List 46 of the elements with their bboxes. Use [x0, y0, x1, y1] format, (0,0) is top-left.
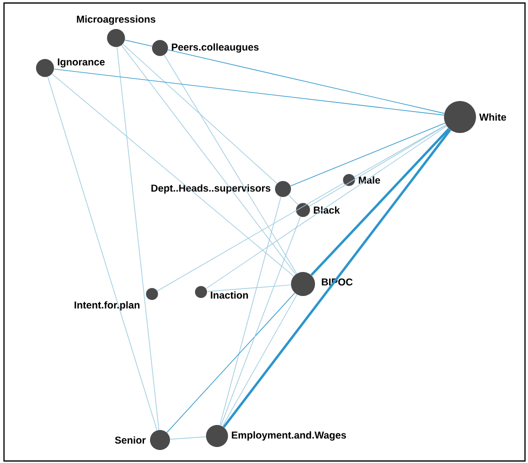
network-node: [151, 181, 291, 197]
network-node: [114, 430, 170, 450]
network-edge: [206, 284, 292, 292]
network-node: [36, 58, 105, 77]
network-edge: [122, 44, 278, 184]
node-label: Peers.colleaugues: [172, 43, 259, 53]
network-edge: [222, 129, 452, 428]
network-node: [76, 15, 156, 47]
node-label: Microagressions: [76, 15, 156, 25]
network-edge: [220, 196, 282, 426]
network-edge: [47, 76, 158, 431]
network-node: [206, 425, 346, 447]
network-edge: [222, 294, 298, 427]
network-edge: [354, 124, 446, 178]
network-node: [291, 272, 353, 296]
network-edge: [168, 49, 445, 114]
node-label: Black: [314, 206, 340, 214]
network-node: [152, 40, 259, 56]
network-edge: [164, 54, 298, 274]
network-edge: [170, 436, 206, 440]
network-edge: [157, 182, 344, 292]
node-label: Inaction: [210, 291, 248, 299]
network-edge: [116, 46, 160, 430]
node-label: Ignorance: [58, 58, 105, 68]
network-node: [195, 286, 248, 299]
network-node: [444, 101, 506, 133]
network-edge: [166, 292, 296, 433]
network-edge: [288, 194, 298, 206]
network-edge: [124, 40, 152, 47]
network-edge: [290, 122, 446, 186]
network-node: [74, 288, 158, 310]
node-label: Employment.and.Wages: [232, 431, 346, 441]
network-edge: [52, 74, 294, 277]
node-label: Dept..Heads..supervisors: [151, 184, 270, 194]
network-edge: [54, 68, 444, 116]
node-label: Senior: [114, 436, 146, 444]
network-edge: [310, 128, 450, 276]
network-node: [296, 203, 340, 217]
node-label: Intent.for.plan: [74, 301, 140, 310]
network-edge: [121, 44, 296, 275]
node-label: Male: [358, 176, 380, 184]
node-label: White: [479, 113, 506, 121]
network-edge: [308, 124, 446, 207]
network-edge: [206, 126, 447, 289]
network-edge: [220, 216, 301, 426]
network-node: [343, 174, 380, 186]
